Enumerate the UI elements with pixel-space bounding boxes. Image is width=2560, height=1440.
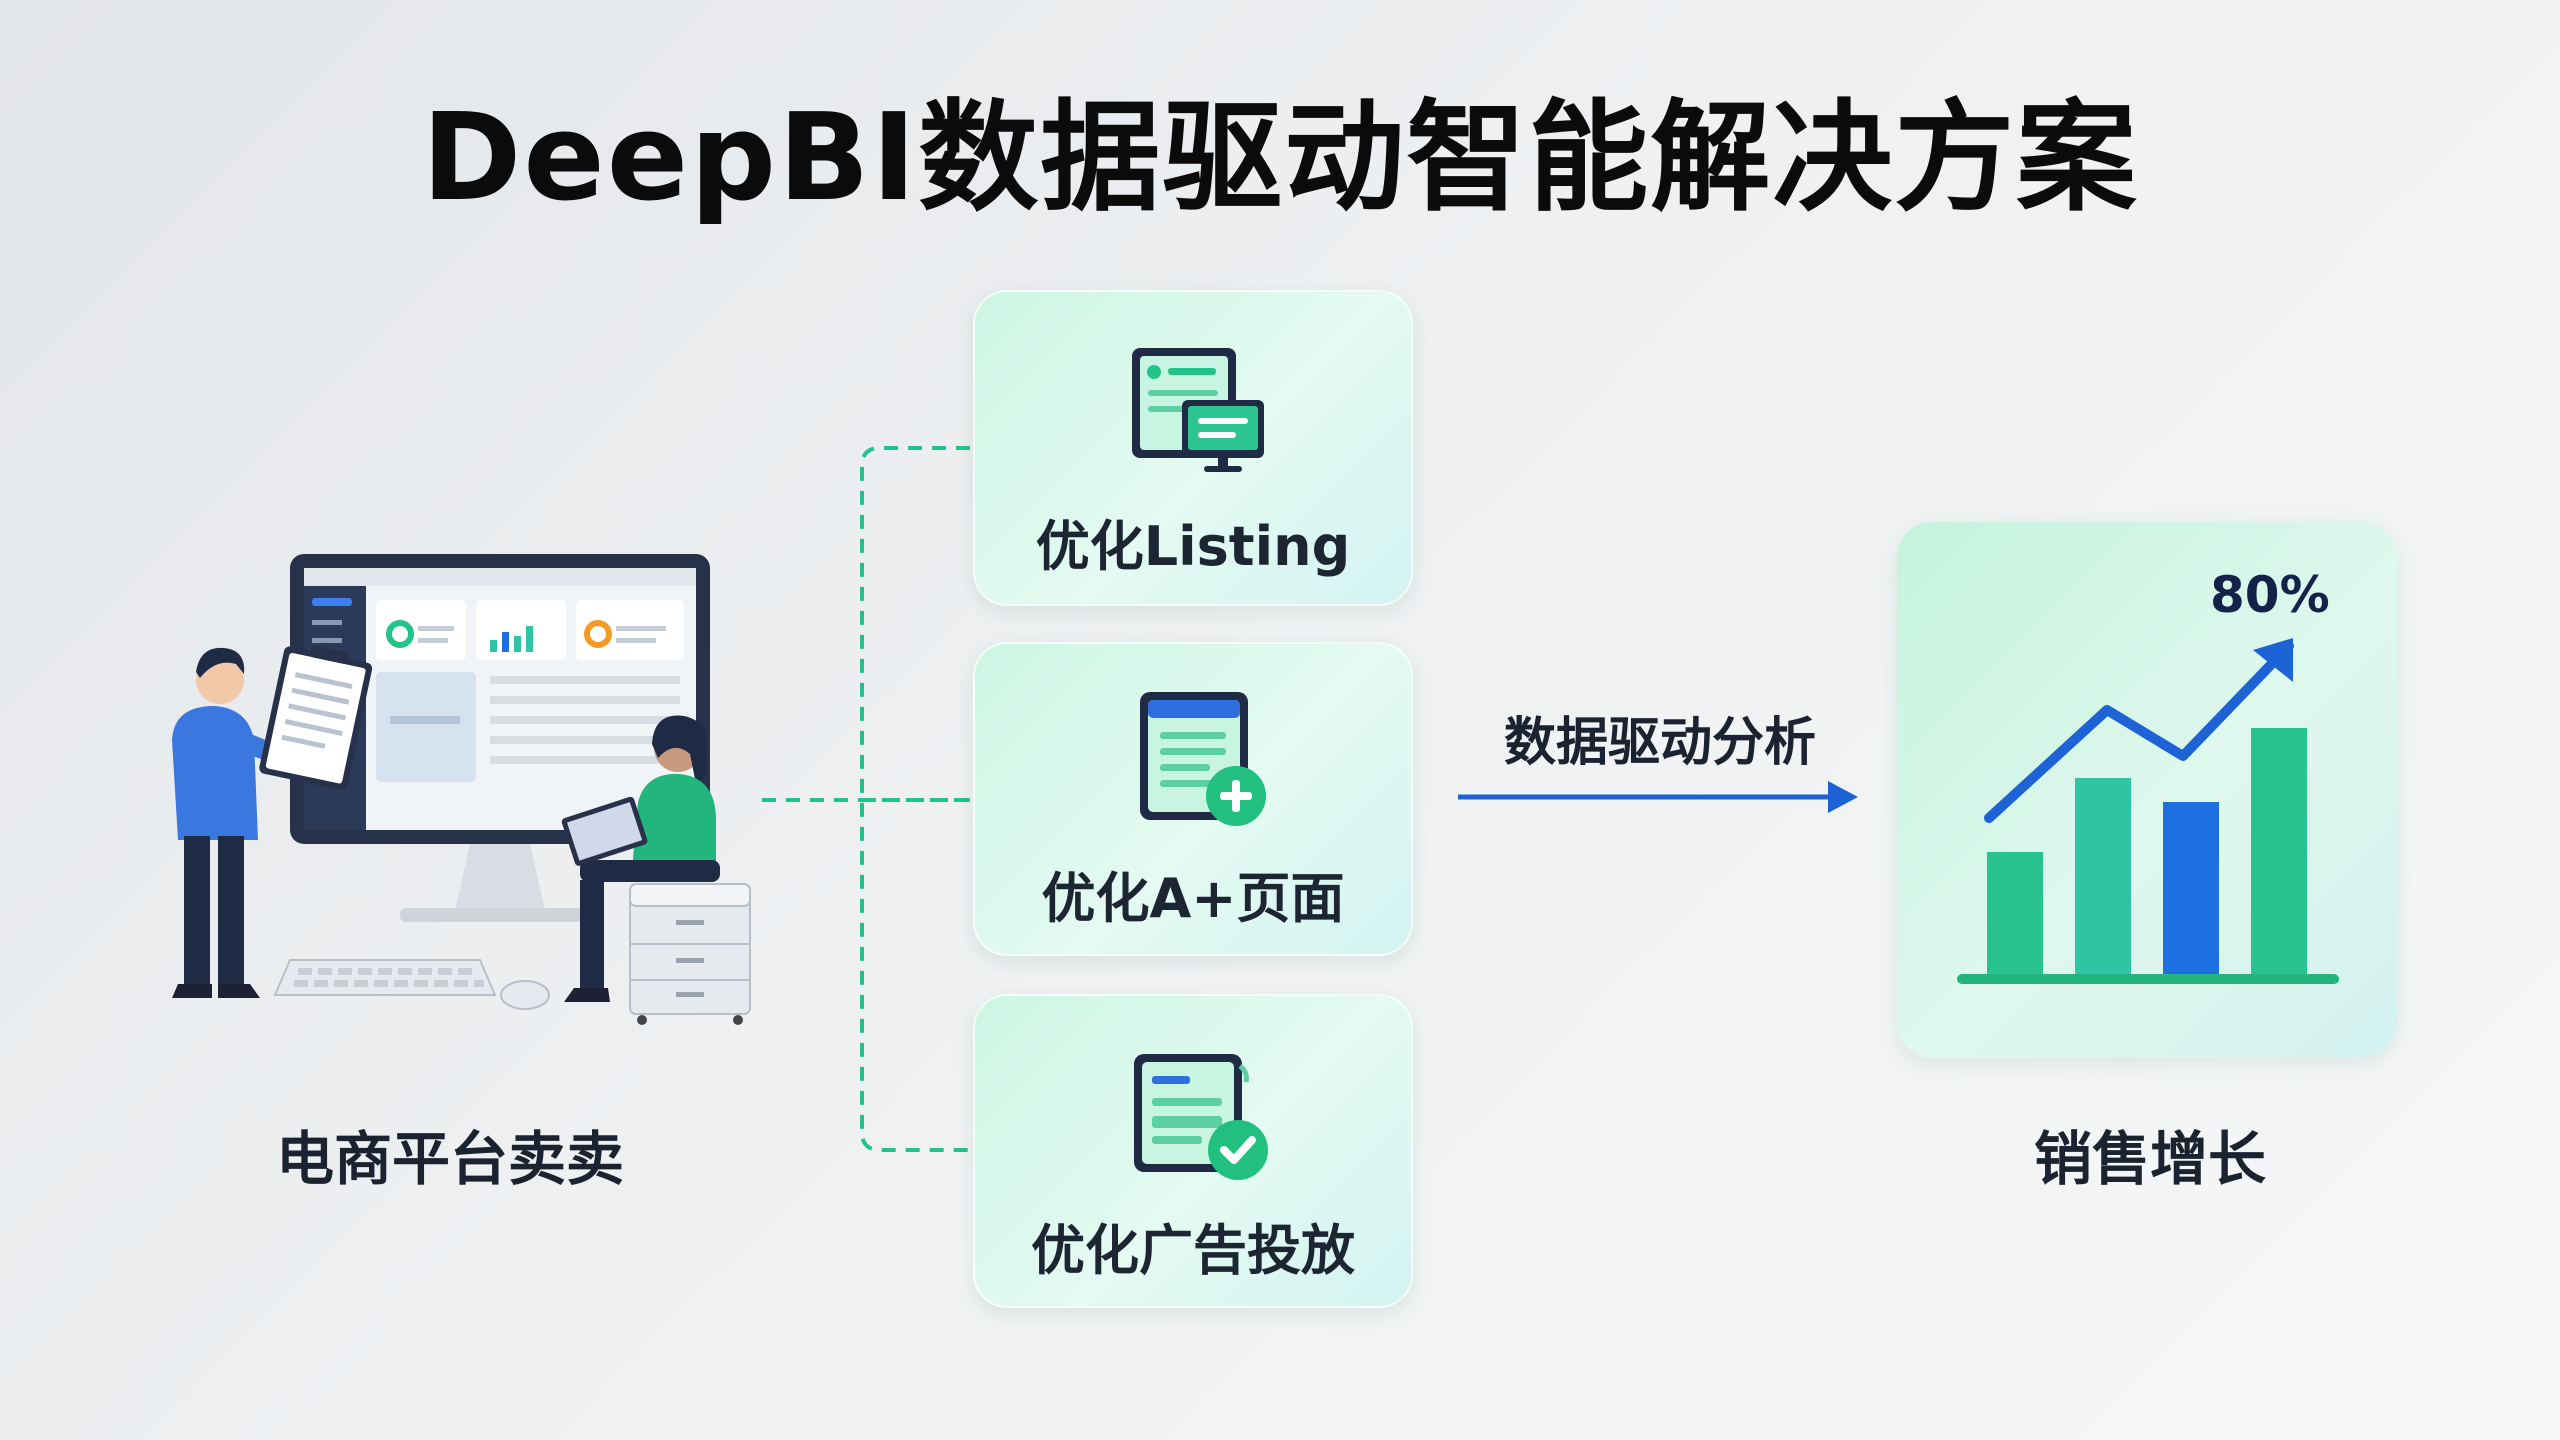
option-card-aplus[interactable]: 优化A+页面 [973,642,1413,956]
analysis-arrow [1458,781,1858,813]
option-card-ads[interactable]: 优化广告投放 [973,994,1413,1308]
option-label-aplus: 优化A+页面 [1041,867,1345,930]
option-card-listing[interactable]: 优化Listing [973,290,1413,606]
page-title: DeepBI数据驱动智能解决方案 [421,89,2139,228]
ad-check-icon [1134,1054,1268,1180]
option-label-ads: 优化广告投放 [1031,1219,1355,1282]
growth-chart-icon [1957,638,2339,984]
seller-illustration [172,554,751,1025]
sales-growth-label: 销售增长 [2033,1125,2266,1193]
listing-monitor-icon [1132,348,1264,472]
page-add-icon [1140,692,1266,826]
analysis-arrow-label: 数据驱动分析 [1503,713,1816,773]
growth-percent: 80% [2210,566,2330,624]
sales-growth-card [1897,522,2397,1058]
seller-label: 电商平台卖卖 [275,1125,624,1193]
option-label-listing: 优化Listing [1035,515,1351,578]
